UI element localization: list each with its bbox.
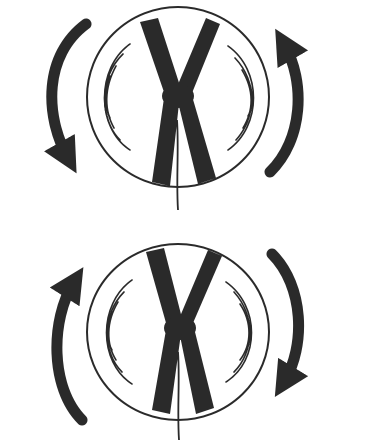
top-axis-stem <box>177 120 178 210</box>
bottom-x-shape-icon <box>146 248 222 414</box>
bottom-right-rotation-arrow-icon <box>272 254 299 382</box>
top-left-rotation-arrow-icon <box>52 24 86 158</box>
bottom-axis-stem <box>178 352 179 440</box>
top-right-rotation-arrow-icon <box>270 44 298 172</box>
top-right-motion-lines-icon <box>228 46 254 150</box>
bottom-left-rotation-arrow-icon <box>57 282 82 420</box>
top-panel <box>52 7 298 210</box>
top-left-motion-lines-icon <box>105 44 131 150</box>
bottom-right-motion-lines-icon <box>226 282 252 382</box>
bottom-panel <box>57 244 299 440</box>
top-x-shape-icon <box>140 18 220 186</box>
bottom-left-motion-lines-icon <box>107 280 133 384</box>
